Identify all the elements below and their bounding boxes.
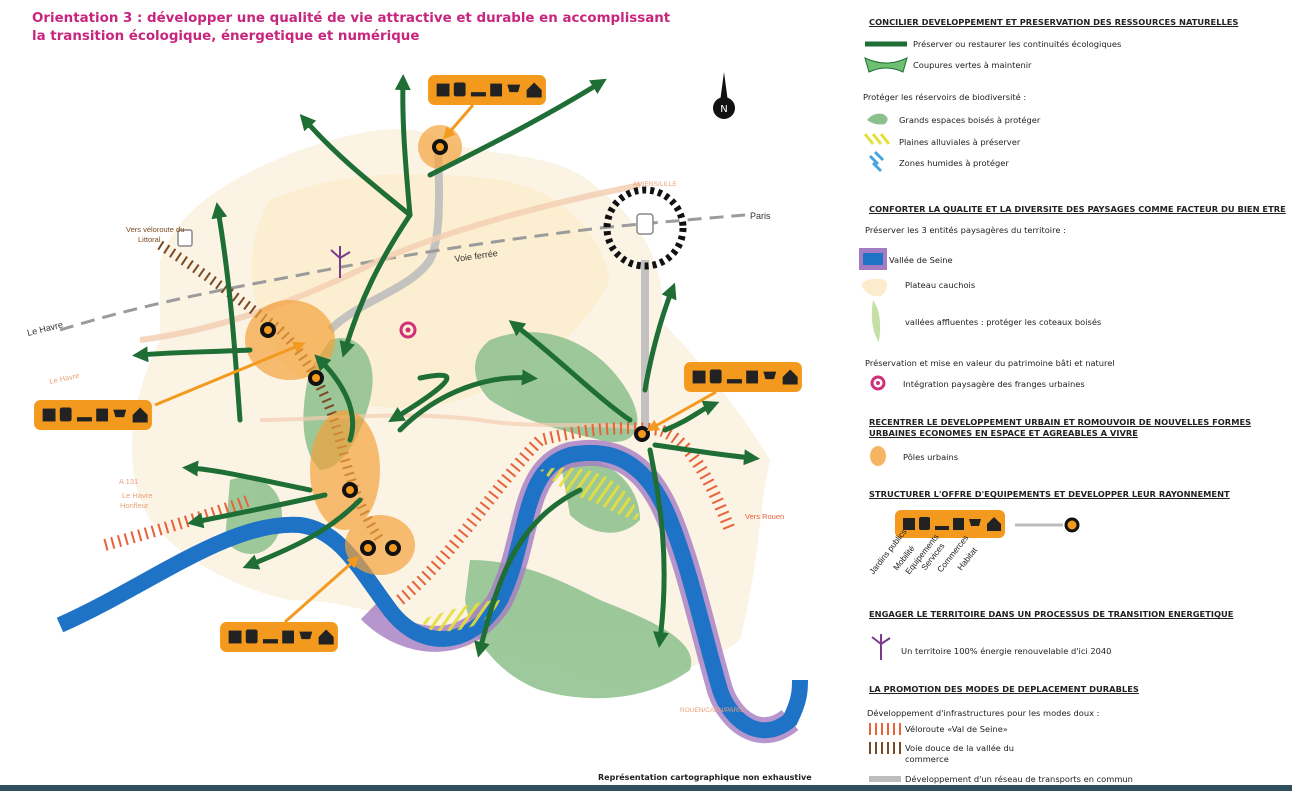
legend-plateau: Plateau cauchois (905, 280, 976, 290)
svg-text:N: N (720, 104, 727, 115)
label-paris: Paris (750, 211, 771, 221)
legend-continuites: Préserver ou restaurer les continuités é… (913, 39, 1122, 49)
legend-patrimoine: Préservation et mise en valeur du patrim… (865, 358, 1115, 368)
map-footnote: Représentation cartographique non exhaus… (598, 773, 812, 782)
alluvial-plains (540, 467, 640, 520)
label-le-havre-road: Le Havre (49, 371, 81, 386)
legend-heading-structurer: STRUCTURER L'OFFRE D'EQUIPEMENTS ET DEVE… (869, 489, 1230, 499)
voie-douce-icon (869, 742, 901, 754)
urban-pole-icon (870, 446, 886, 466)
fringe-icon (399, 321, 417, 339)
label-a131: A 131 (119, 477, 138, 486)
legend-proteger: Protéger les réservoirs de biodiversité … (863, 92, 1027, 102)
legend-seine: Vallée de Seine (889, 255, 953, 265)
legend-energie: Un territoire 100% énergie renouvelable … (901, 646, 1112, 656)
continuity-line-icon (865, 41, 907, 47)
wind-turbine-icon (330, 246, 351, 278)
legend-heading-recentrer-2: URBAINES ECONOMES EN ESPACE ET AGREABLES… (869, 428, 1138, 438)
wind-turbine-icon (871, 634, 891, 660)
label-rouen-caen: ROUEN/CAEN/PARIS (680, 707, 745, 714)
legend-boises: Grands espaces boisés à protéger (899, 115, 1041, 125)
legend-poles: Pôles urbains (903, 452, 959, 462)
map-title: Orientation 3 : développer une qualité d… (32, 10, 732, 46)
label-veloroute-littoral-1: Vers véloroute du (126, 225, 184, 234)
seine-river (56, 444, 808, 739)
train-station-icon-small (177, 229, 193, 247)
ecological-continuity-arrows (132, 74, 760, 658)
label-vers-rouen: Vers Rouen (745, 512, 784, 521)
equipment-callout-east (646, 362, 802, 431)
pole-marker-icon (1015, 517, 1080, 533)
legend-heading-conforter: CONFORTER LA QUALITE ET LA DIVERSITE DES… (869, 204, 1286, 214)
legend-franges: Intégration paysagère des franges urbain… (903, 379, 1085, 389)
legend-heading-promotion: LA PROMOTION DES MODES DE DEPLACEMENT DU… (869, 684, 1139, 694)
legend-preserver: Préserver les 3 entités paysagères du te… (865, 225, 1066, 235)
train-station-icon (603, 186, 687, 270)
equipment-callout-north (428, 75, 546, 140)
legend-humides: Zones humides à protéger (899, 158, 1009, 168)
legend-coupures: Coupures vertes à maintenir (913, 60, 1032, 70)
label-veloroute-littoral-2: Littoral (138, 235, 161, 244)
legend-heading-engager: ENGAGER LE TERRITOIRE DANS UN PROCESSUS … (869, 609, 1234, 619)
title-line-2: la transition écologique, énergetique et… (32, 29, 420, 44)
bottom-bar (0, 785, 1292, 791)
legend-affluentes: vallées affluentes : protéger les coteau… (905, 317, 1102, 327)
veloroute-icon (869, 723, 901, 735)
label-amiens-lille: AMIENS/LILLE (633, 181, 677, 188)
legend-veloroute: Véloroute «Val de Seine» (905, 724, 1008, 734)
legend-plaines: Plaines alluviales à préserver (899, 137, 1021, 147)
valley-icon (871, 300, 881, 342)
legend-voie-douce-2: commerce (905, 754, 949, 764)
legend-panel: CONCILIER DEVELOPPEMENT ET PRESERVATION … (845, 0, 1292, 785)
equipment-callout-south (220, 556, 360, 652)
legend-heading-recentrer-1: RECENTRER LE DEVELOPPEMENT URBAIN ET ROM… (869, 417, 1252, 427)
legend-developpement: Développement d'infrastructures pour les… (867, 708, 1100, 718)
urban-poles (245, 125, 462, 575)
pole-markers (260, 139, 650, 556)
plateau-icon (861, 278, 888, 297)
alluvial-icon (863, 133, 891, 145)
title-line-1: Orientation 3 : développer une qualité d… (32, 11, 671, 26)
legend-voie-douce-1: Voie douce de la vallée du (905, 743, 1015, 753)
fringe-icon (870, 375, 886, 391)
territory-map: N Paris Voie ferrée Le Havre Vers véloro… (26, 72, 808, 744)
forest-icon (867, 113, 888, 125)
green-cut-icon (864, 57, 908, 73)
equipment-legend-icon (895, 510, 1005, 538)
legend-transports: Développement d'un réseau de transports … (905, 774, 1133, 784)
alluvial-plains-south (420, 600, 500, 632)
label-le-havre-honfleur-1: Le Havre (122, 491, 152, 500)
seine-icon (859, 248, 887, 270)
transport-icon (869, 776, 901, 782)
north-arrow-icon: N (713, 72, 735, 119)
label-le-havre-honfleur-2: Honfleur (120, 501, 149, 510)
legend-heading-concilier: CONCILIER DEVELOPPEMENT ET PRESERVATION … (869, 17, 1239, 27)
wetland-icon (868, 150, 885, 173)
equipment-callout-west (34, 341, 306, 430)
label-le-havre: Le Havre (26, 319, 64, 338)
